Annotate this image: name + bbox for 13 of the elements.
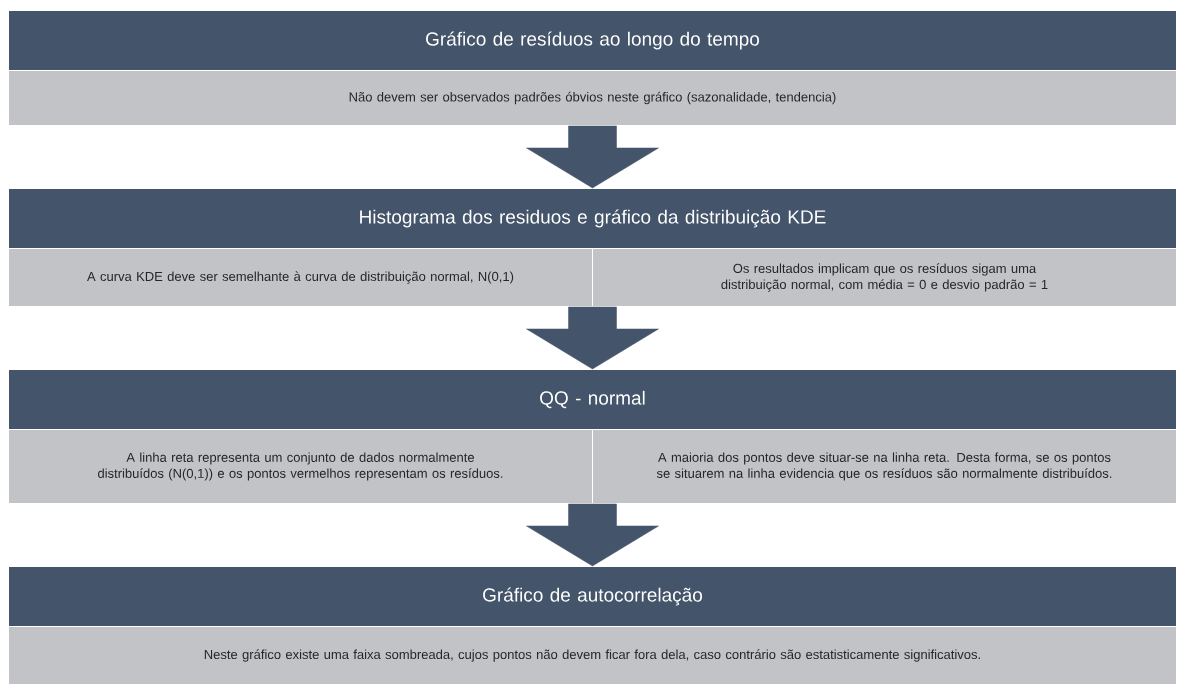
description-box: Os resultados implicam que os resíduos sigam uma distribuição normal, com média = 0 e desvio padrão = 1 xyxy=(592,248,1177,307)
arrow xyxy=(526,125,659,189)
header-band: Histograma dos residuos e gráfico da distribuição KDE xyxy=(8,188,1177,249)
description-box: A curva KDE deve ser semelhante à curva de distribuição normal, N(0,1) xyxy=(8,248,593,307)
arrow xyxy=(526,503,659,567)
header-band: Gráfico de resíduos ao longo do tempo xyxy=(8,10,1177,71)
description-box: A maioria dos pontos deve situar-se na linha reta. Desta forma, se os pontos se situarem na linha evidencia que os resíduos são normalmente distribuídos. xyxy=(592,429,1177,504)
description-box: Neste gráfico existe uma faixa sombreada, cujos pontos não devem ficar fora dela, caso contrário são estatisticamente significativos. xyxy=(8,626,1177,685)
header-band: Gráfico de autocorrelação xyxy=(8,566,1177,627)
description-box: Não devem ser observados padrões óbvios neste gráfico (sazonalidade, tendencia) xyxy=(8,70,1177,126)
arrow xyxy=(526,306,659,370)
description-box: A linha reta representa um conjunto de dados normalmente distribuídos (N(0,1)) e os pontos vermelhos representam os resíduos. xyxy=(8,429,593,504)
header-band: QQ - normal xyxy=(8,369,1177,430)
